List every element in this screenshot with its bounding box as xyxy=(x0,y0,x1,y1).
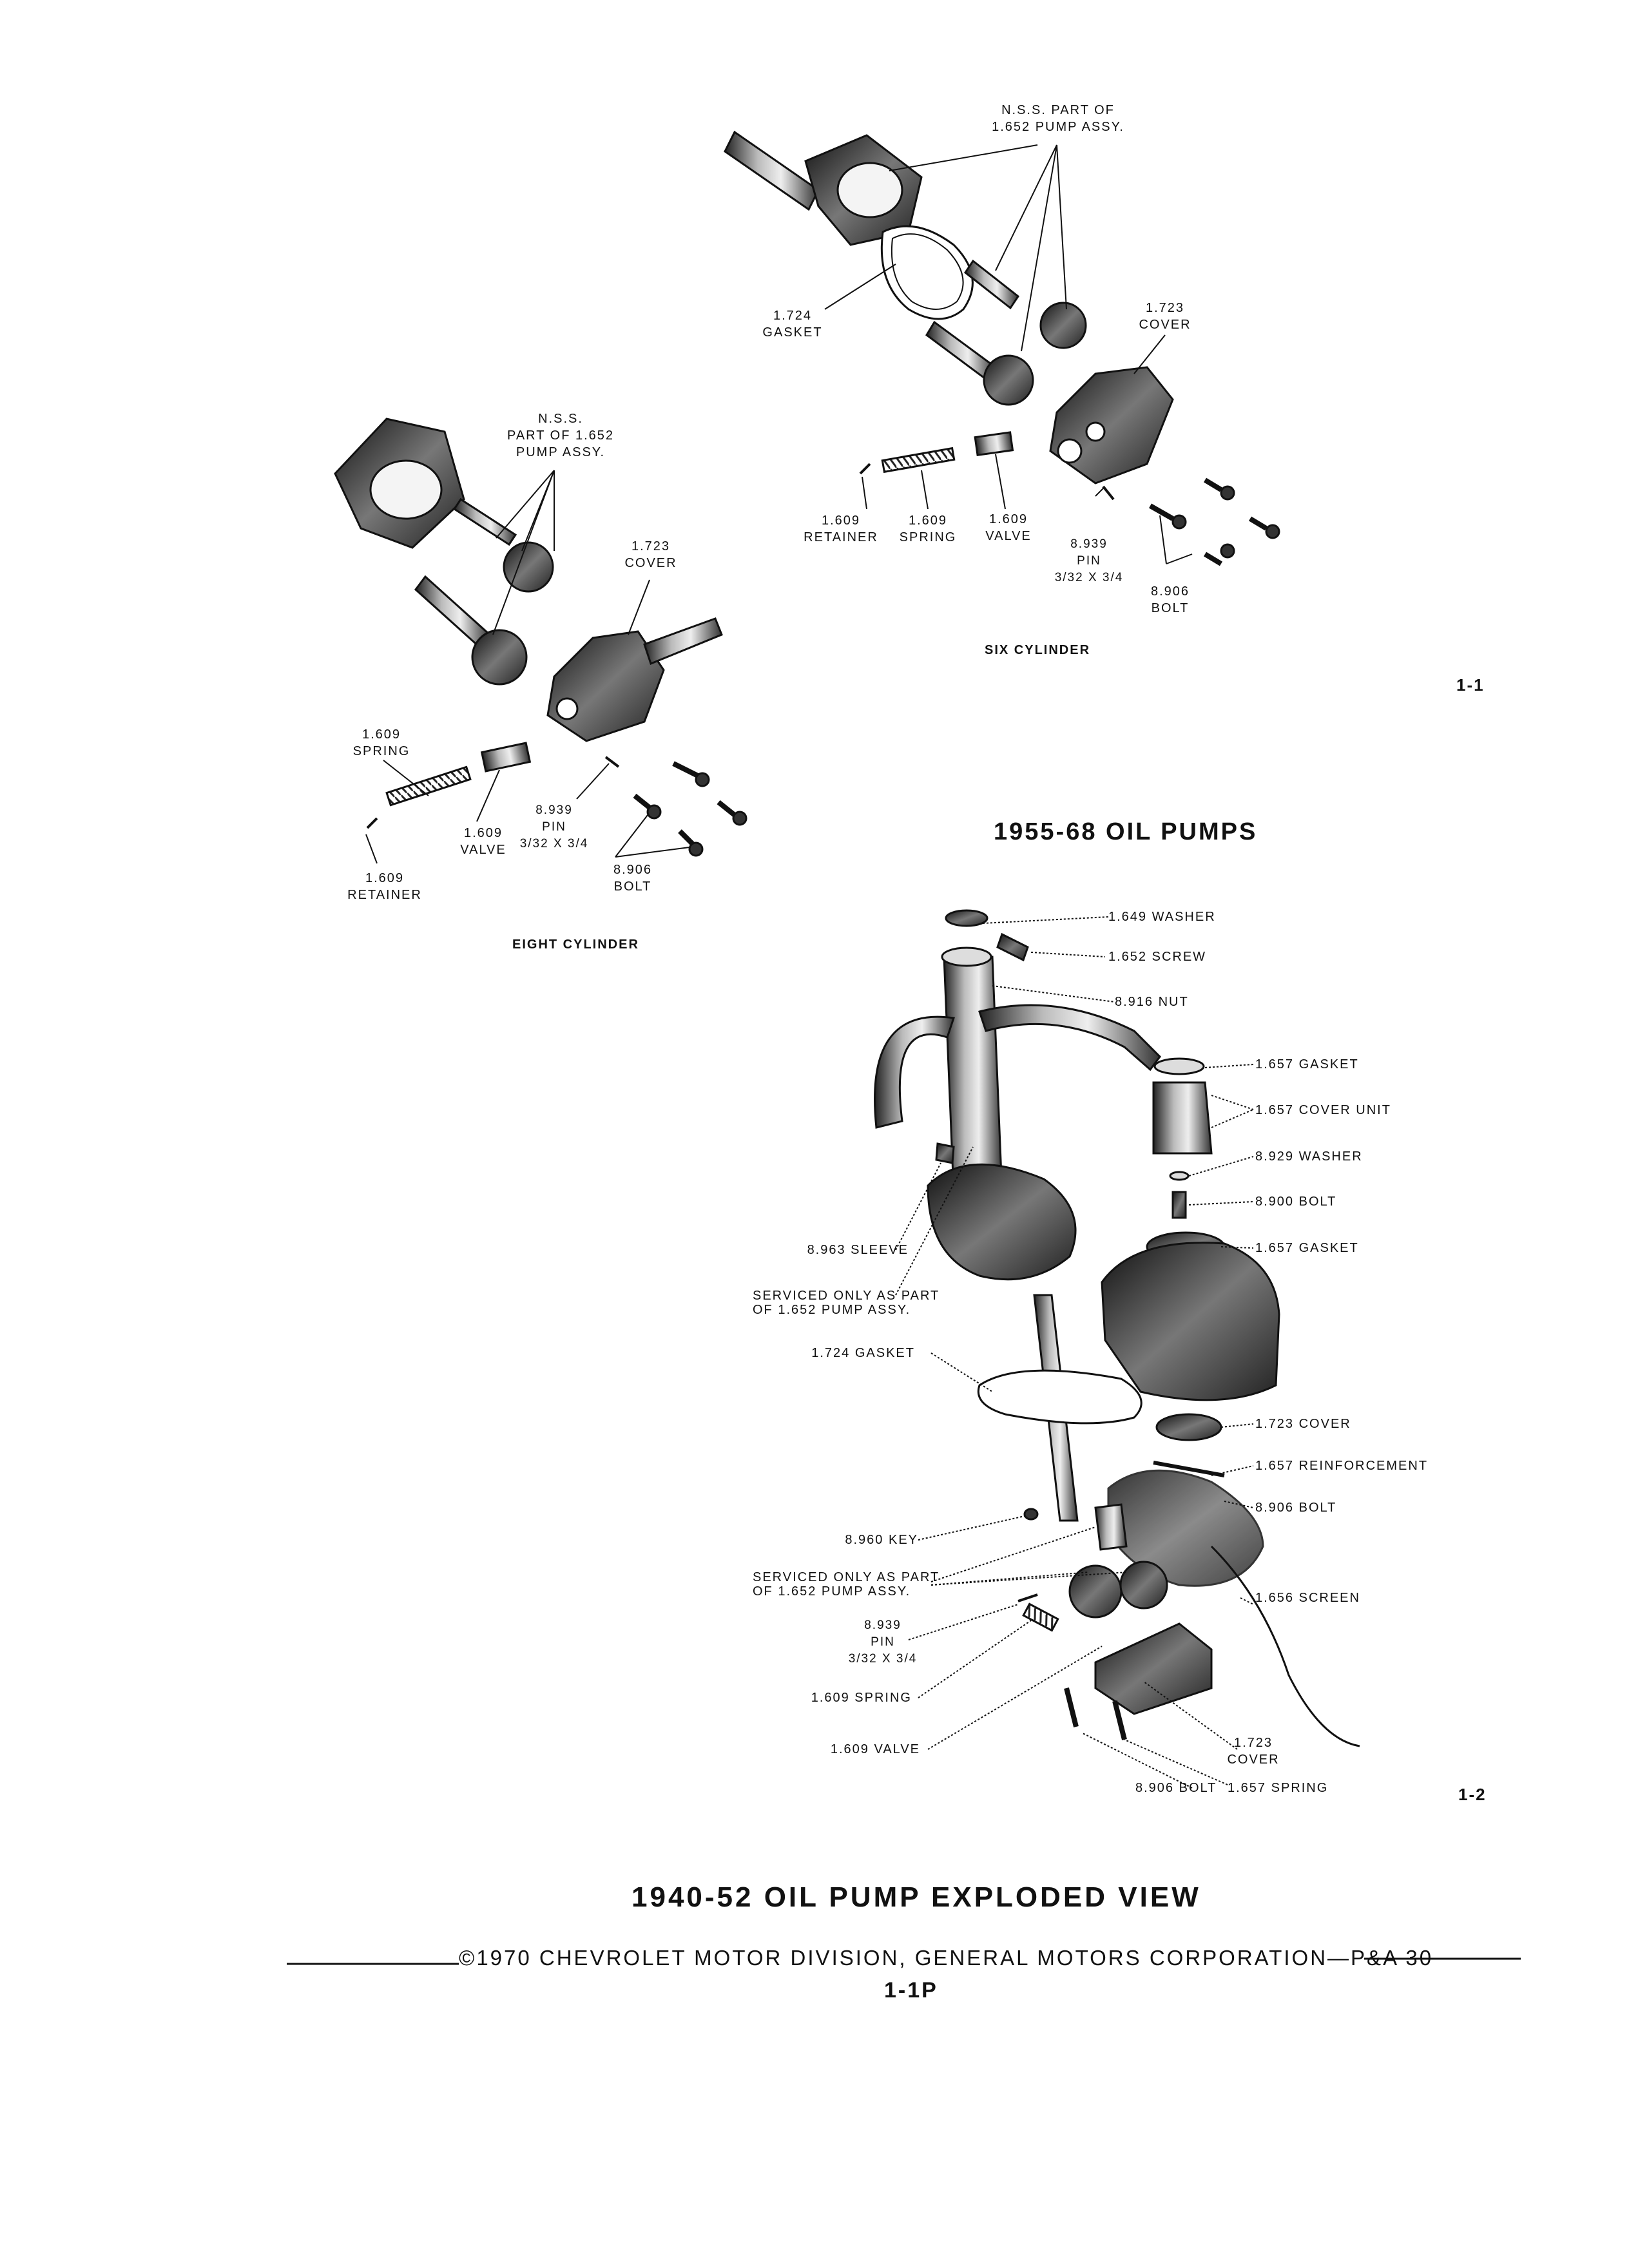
label-1657-gasket-top: 1.657 GASKET xyxy=(1255,1057,1359,1072)
six-spring-label: 1.609 SPRING xyxy=(899,514,957,544)
label-1656-screen: 1.656 SCREEN xyxy=(1255,1591,1360,1605)
six-nss-label: N.S.S. PART OF 1.652 PUMP ASSY. xyxy=(992,103,1124,134)
label-1657-cover-unit: 1.657 COVER UNIT xyxy=(1255,1103,1391,1117)
figure-number-1-2: 1-2 xyxy=(1458,1785,1487,1804)
six-gasket-label: 1.724 GASKET xyxy=(762,309,823,340)
label-1649-washer: 1.649 WASHER xyxy=(1108,910,1216,924)
eight-valve-label: 1.609 VALVE xyxy=(460,826,506,857)
label-1657-reinforcement: 1.657 REINFORCEMENT xyxy=(1255,1459,1429,1473)
label-1609-spring: 1.609 SPRING xyxy=(811,1691,912,1705)
label-8929-washer: 8.929 WASHER xyxy=(1255,1149,1363,1164)
label-serviced-2: SERVICED ONLY AS PART OF 1.652 PUMP ASSY… xyxy=(753,1570,940,1599)
six-bolt-label: 8.906 BOLT xyxy=(1150,584,1190,615)
six-retainer-label: 1.609 RETAINER xyxy=(804,514,878,544)
title-1955-68: 1955-68 OIL PUMPS xyxy=(994,818,1258,845)
label-1723-cover-bottom: 1.723 COVER xyxy=(1227,1736,1280,1767)
label-8960-key: 8.960 KEY xyxy=(845,1533,918,1547)
label-8916-nut: 8.916 NUT xyxy=(1115,995,1189,1009)
label-1657-gasket-mid: 1.657 GASKET xyxy=(1255,1241,1359,1255)
eight-cylinder-caption: EIGHT CYLINDER xyxy=(512,937,639,952)
footer-copyright: ©1970 CHEVROLET MOTOR DIVISION, GENERAL … xyxy=(459,1946,1434,1970)
eight-retainer-label: 1.609 RETAINER xyxy=(347,871,422,902)
eight-pin-label: 8.939 PIN 3/32 x 3/4 xyxy=(519,803,589,850)
six-cylinder-leaders xyxy=(824,144,1193,564)
label-8900-bolt: 8.900 BOLT xyxy=(1255,1195,1337,1209)
label-8939-pin: 8.939 PIN 3/32 x 3/4 xyxy=(848,1619,918,1666)
eight-bolt-label: 8.906 BOLT xyxy=(613,863,653,894)
six-valve-label: 1.609 VALVE xyxy=(985,512,1032,543)
eight-cylinder-parts xyxy=(334,418,747,857)
label-8906-bolt-bottom: 8.906 BOLT xyxy=(1135,1781,1217,1795)
label-1657-spring: 1.657 SPRING xyxy=(1228,1781,1329,1795)
label-1609-valve: 1.609 VALVE xyxy=(830,1742,920,1756)
eight-cylinder-leaders xyxy=(365,470,690,864)
label-1724-gasket: 1.724 GASKET xyxy=(811,1346,915,1360)
label-1723-cover: 1.723 COVER xyxy=(1255,1417,1351,1431)
label-8963-sleeve: 8.963 SLEEVE xyxy=(807,1243,909,1257)
six-pin-label: 8.939 PIN 3/32 x 3/4 xyxy=(1054,537,1124,584)
label-1652-screw: 1.652 SCREW xyxy=(1108,950,1207,964)
eight-spring-label: 1.609 SPRING xyxy=(352,727,410,758)
six-cover-label: 1.723 COVER xyxy=(1139,301,1191,332)
label-serviced-1: SERVICED ONLY AS PART OF 1.652 PUMP ASSY… xyxy=(753,1289,940,1317)
page-number: 1-1P xyxy=(884,1978,938,2003)
six-cylinder-parts xyxy=(724,130,1280,566)
label-8906-bolt: 8.906 BOLT xyxy=(1255,1501,1337,1515)
eight-cover-label: 1.723 COVER xyxy=(624,539,677,570)
eight-nss-label: N.S.S. PART OF 1.652 PUMP ASSY. xyxy=(506,412,615,459)
six-cylinder-caption: SIX CYLINDER xyxy=(985,643,1091,657)
pump-1940-leaders xyxy=(895,916,1254,1789)
pump-1940-parts xyxy=(874,909,1360,1747)
title-1940-52: 1940-52 OIL PUMP EXPLODED VIEW xyxy=(631,1881,1201,1913)
figure-number-1-1: 1-1 xyxy=(1456,675,1485,695)
